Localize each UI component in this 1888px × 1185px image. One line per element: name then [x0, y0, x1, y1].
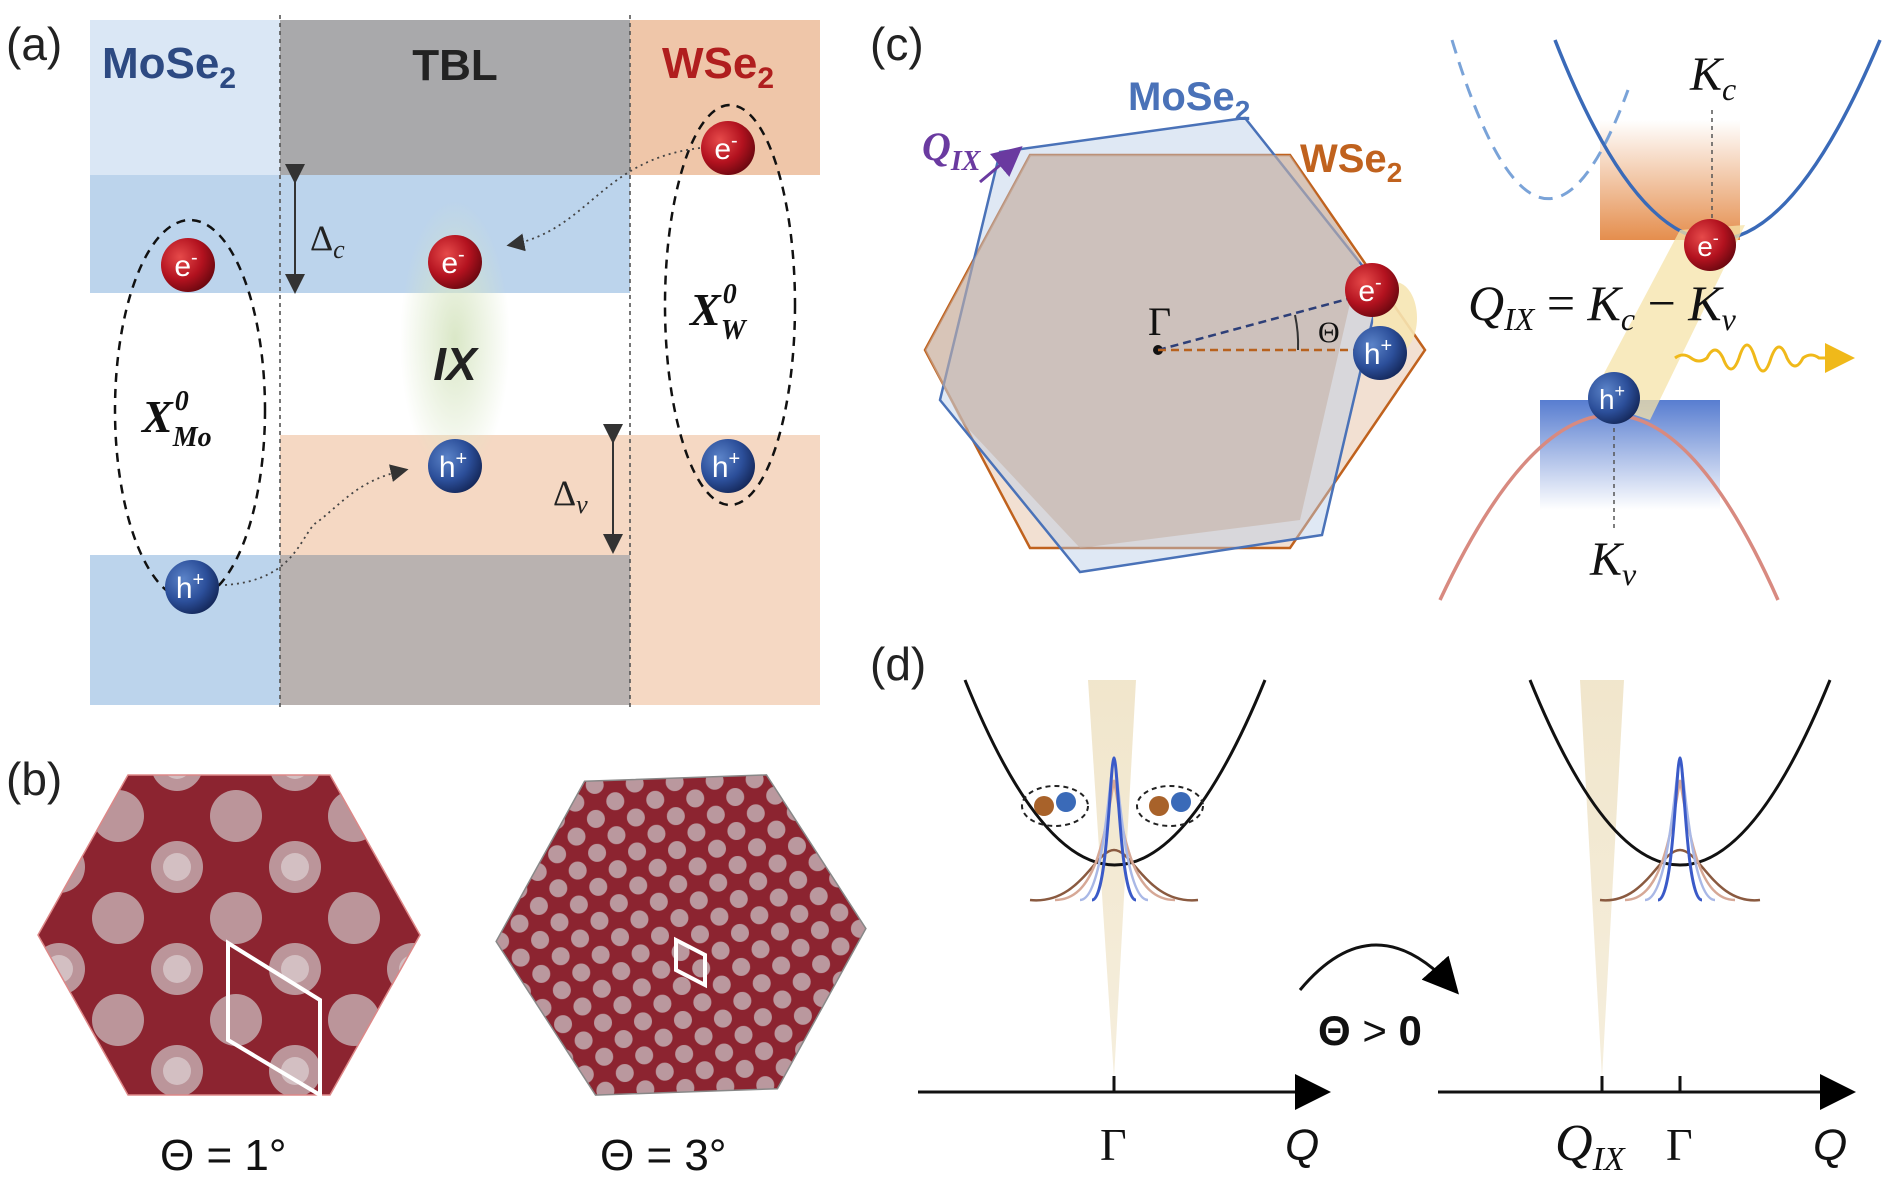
- spacer: [1468, 10, 1545, 228]
- gamma-label-right: Γ: [1666, 1119, 1693, 1170]
- caption-1deg: Θ = 1°: [160, 1131, 286, 1180]
- distribution-cold-right: [1657, 756, 1703, 902]
- delta-v-label: Δv: [553, 473, 588, 519]
- svg-text:e-: e-: [1697, 228, 1719, 262]
- q-ix-label-bz: QIX: [922, 124, 982, 177]
- delta-c-label: Δc: [310, 218, 345, 264]
- hole-wse2: h+: [701, 439, 755, 493]
- moire-hexagon-1deg: [37, 774, 421, 1096]
- moire-hexagon-3deg-group: [495, 774, 867, 1096]
- ix-glow: [400, 200, 510, 480]
- panel-b: (b) Θ = 1° Θ = 3°: [6, 753, 867, 1180]
- q-ix-arrow: [979, 146, 1023, 184]
- electron-band: e-: [1684, 219, 1736, 271]
- moire-unit-cell-1deg: [226, 939, 322, 1099]
- svg-text:h+: h+: [712, 448, 740, 484]
- distribution-warm-left: [1054, 779, 1176, 902]
- ix-label: IX: [433, 338, 479, 390]
- kv-label: Kv: [1589, 533, 1637, 592]
- dispersion-left: [963, 679, 1267, 867]
- overlap-region: [925, 155, 1360, 548]
- svg-text:e-: e-: [441, 244, 464, 280]
- electron-mose2: e-: [161, 238, 215, 292]
- label-mose2-bz: MoSe2: [1128, 75, 1250, 126]
- hole-mose2: h+: [165, 560, 219, 614]
- dispersion-right: [1528, 679, 1832, 867]
- panel-d: (d) Γ Q Θ > 0: [870, 638, 1856, 1178]
- mose2-dashed-band: [1450, 39, 1630, 200]
- light-cone-right: [1580, 680, 1624, 1078]
- x-w-ellipse: [663, 103, 797, 507]
- distribution-hot-right: [1599, 848, 1761, 902]
- theta-condition: Θ > 0: [1318, 1007, 1422, 1054]
- panel-a-label: (a): [6, 18, 62, 70]
- gamma-label-bz: Γ: [1148, 299, 1171, 344]
- q-ix-label-axis: QIX: [1555, 1115, 1626, 1178]
- caption-3deg: Θ = 3°: [600, 1131, 726, 1180]
- electron-k: e-: [1345, 263, 1399, 317]
- svg-text:h+: h+: [176, 569, 204, 605]
- label-tbl: TBL: [412, 41, 498, 90]
- svg-text:e-: e-: [1358, 272, 1381, 308]
- tbl-bottom-band: [280, 555, 630, 705]
- electron-wse2: e-: [701, 121, 755, 175]
- q-ix-equation: QIX = Kc − Kv: [1468, 275, 1737, 337]
- theta-arc: [1294, 314, 1300, 351]
- electron-tbl: e-: [428, 235, 482, 289]
- hole-transfer-arrow: [224, 464, 409, 586]
- distribution-warm-right: [1624, 779, 1736, 902]
- gamma-label-left: Γ: [1100, 1119, 1127, 1170]
- svg-text:h+: h+: [1364, 335, 1392, 371]
- q-axis-label-right: Q: [1813, 1121, 1847, 1170]
- exciton-pair-left-2: [1136, 785, 1204, 827]
- moire-unit-cell-3deg: [674, 936, 707, 989]
- electron-transfer-arrow: [506, 147, 701, 252]
- panel-c-label: (c): [870, 18, 924, 70]
- moire-hexagon-3deg: [495, 774, 867, 1096]
- distribution-hot-left: [1029, 848, 1199, 902]
- panel-c: (c) MoSe2 WSe2 QIX Γ Θ e- h+: [870, 10, 1882, 601]
- light-cone-left: [1088, 680, 1136, 1078]
- q-axis-label-left: Q: [1285, 1121, 1319, 1170]
- svg-text:h+: h+: [439, 448, 467, 484]
- hole-k: h+: [1353, 326, 1407, 380]
- svg-text:e-: e-: [174, 247, 197, 283]
- k-vector-mose2: [1157, 291, 1371, 352]
- panel-d-label: (d): [870, 638, 926, 690]
- exciton-pair-left-1: [1021, 785, 1089, 827]
- svg-text:e-: e-: [714, 130, 737, 166]
- label-wse2-bz: WSe2: [1300, 137, 1402, 188]
- theta-label: Θ: [1318, 316, 1340, 349]
- mose2-gap: [90, 293, 280, 555]
- svg-text:h+: h+: [1599, 381, 1625, 415]
- hole-band: h+: [1588, 372, 1640, 424]
- hole-tbl: h+: [428, 439, 482, 493]
- label-wse2: WSe2: [662, 39, 774, 95]
- x-mo-ellipse: [113, 218, 267, 602]
- photon-emission-arrow: [1674, 343, 1855, 373]
- transition-arrow: [1298, 943, 1459, 995]
- panel-b-label: (b): [6, 753, 62, 805]
- kc-label: Kc: [1689, 48, 1736, 107]
- panel-a: (a) MoSe2 TBL WSe2 Δc Δv: [6, 15, 820, 710]
- label-mose2: MoSe2: [102, 39, 236, 95]
- distribution-cold-left: [1091, 756, 1137, 902]
- tbl-top-band: [280, 20, 630, 175]
- transition-beam: [1590, 225, 1745, 420]
